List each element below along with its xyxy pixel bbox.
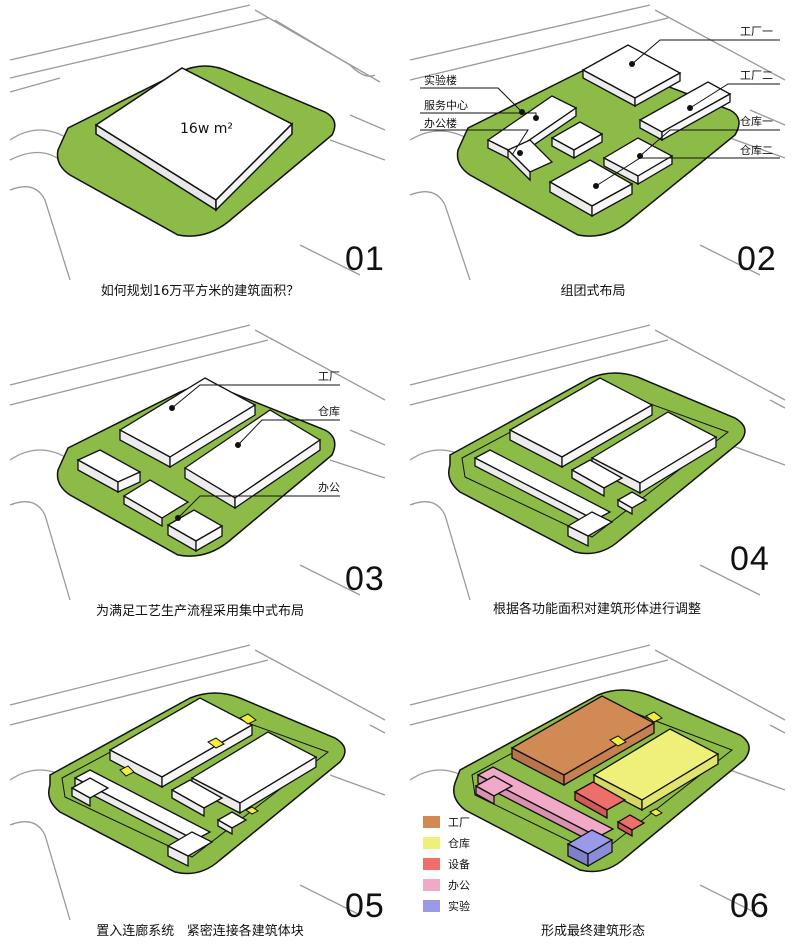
building-equipment	[573, 781, 646, 838]
panel-number: 04	[730, 540, 770, 578]
label-warehouse-2: 仓库二	[740, 143, 773, 157]
building-lab	[216, 811, 248, 836]
label-service: 服务中心	[424, 99, 468, 112]
panel-01: 16w m² 01 如何规划16万平方米的建筑面积？	[9, 4, 386, 299]
label-factory: 工厂	[318, 370, 340, 383]
panel-caption: 如何规划16万平方米的建筑面积？	[101, 283, 300, 299]
panel-03: 工厂 仓库 办公 03 为满足工艺生产流程采用集中式布局	[9, 324, 386, 619]
building-lab	[566, 829, 614, 868]
road-lines	[409, 4, 786, 281]
label-lab: 实验楼	[424, 73, 457, 87]
panel-caption: 组团式布局	[560, 284, 625, 299]
label-office: 办公	[318, 481, 340, 494]
building-warehouse	[592, 728, 720, 812]
building-warehouse	[183, 409, 322, 510]
legend-label-warehouse: 仓库	[448, 836, 470, 850]
building-factory	[118, 377, 257, 469]
area-label: 16w m²	[180, 121, 233, 137]
panel-number: 01	[345, 240, 385, 278]
building-factory	[508, 377, 654, 469]
legend-swatch-lab	[423, 900, 440, 912]
building-office-c	[166, 509, 224, 553]
building-factory	[108, 697, 254, 789]
callouts	[169, 384, 340, 521]
building-equipment	[170, 779, 224, 818]
corridor-links	[609, 711, 663, 817]
legend-swatch-factory	[423, 816, 440, 828]
legend: 工厂 仓库 设备 办公 实验	[423, 816, 470, 913]
label-factory-2: 工厂二	[740, 69, 773, 82]
panel-caption: 根据各功能面积对建筑形体进行调整	[493, 601, 701, 617]
building-office	[70, 769, 214, 868]
building-office	[473, 449, 614, 548]
road-lines	[9, 324, 386, 601]
building-factory-2	[638, 81, 732, 142]
panel-number: 05	[345, 887, 385, 925]
legend-swatch-equipment	[423, 858, 440, 870]
legend-label-office: 办公	[448, 879, 470, 892]
building-factory	[510, 695, 656, 787]
panel-06: 工厂 仓库 设备 办公 实验 06 形成最终建筑形态	[409, 644, 786, 939]
building-equipment	[570, 459, 624, 498]
panel-caption: 形成最终建筑形态	[541, 923, 645, 939]
building-block	[94, 67, 294, 212]
label-office: 办公楼	[424, 116, 457, 130]
panel-05: 05 置入连廊系统 紧密连接各建筑体块	[9, 644, 386, 939]
legend-label-factory: 工厂	[448, 816, 470, 829]
building-warehouse-2	[548, 159, 634, 218]
building-office-a	[76, 449, 142, 494]
panel-number: 06	[730, 887, 770, 925]
legend-swatch-warehouse	[423, 837, 440, 849]
building-warehouse	[190, 731, 318, 815]
panel-number: 02	[737, 240, 777, 278]
panel-caption: 置入连廊系统 紧密连接各建筑体块	[96, 923, 303, 939]
building-factory-1	[581, 44, 682, 108]
road-lines	[9, 644, 386, 921]
road-lines	[9, 4, 386, 281]
panel-04: 04 根据各功能面积对建筑形体进行调整	[409, 324, 786, 617]
building-office	[506, 139, 554, 182]
panel-number: 03	[345, 560, 385, 598]
label-warehouse: 仓库	[318, 404, 340, 418]
panel-02: 实验楼 服务中心 办公楼 工厂一 工厂二 仓库一 仓库二 02 组团式布局	[409, 4, 786, 299]
building-office-b	[122, 479, 190, 528]
legend-label-lab: 实验	[448, 899, 470, 913]
building-service	[550, 121, 604, 160]
legend-label-equipment: 设备	[448, 857, 470, 871]
legend-swatch-office	[423, 879, 440, 891]
corridor-links	[119, 713, 259, 815]
building-office	[474, 766, 615, 847]
label-warehouse-1: 仓库一	[740, 114, 773, 128]
callouts	[420, 39, 780, 189]
panel-caption: 为满足工艺生产流程采用集中式布局	[96, 603, 304, 619]
building-lab	[616, 491, 648, 516]
label-factory-1: 工厂一	[740, 25, 773, 38]
